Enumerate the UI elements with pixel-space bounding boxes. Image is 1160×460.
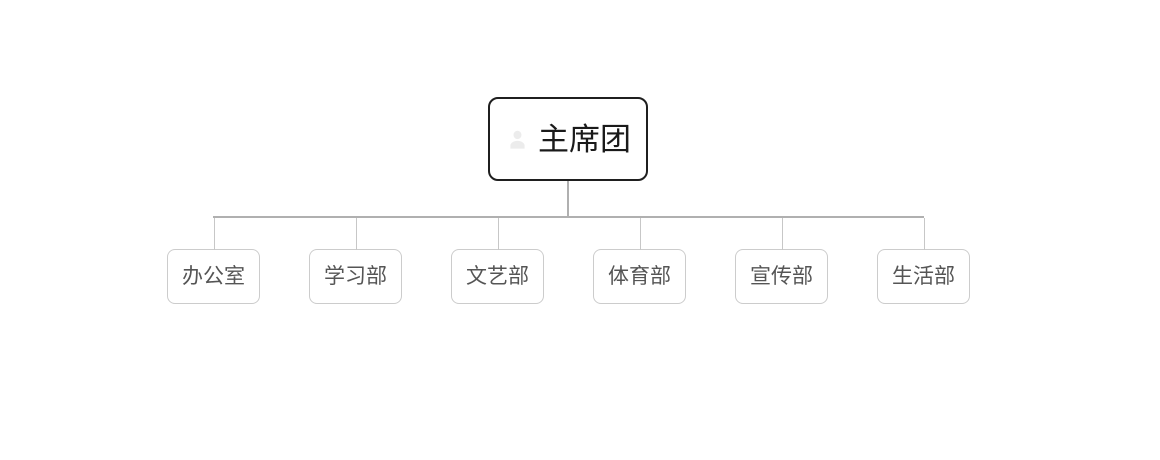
org-node-department[interactable]: 体育部	[593, 218, 686, 304]
org-node-department[interactable]: 宣传部	[735, 218, 828, 304]
org-node-root-label: 主席团	[538, 121, 631, 157]
org-node-department-label: 生活部	[892, 265, 955, 288]
org-node-department[interactable]: 文艺部	[451, 218, 544, 304]
org-node-department-label: 办公室	[182, 265, 245, 288]
connector-horizontal-bar	[213, 216, 924, 218]
org-node-department-label: 体育部	[608, 265, 671, 288]
org-node-department[interactable]: 学习部	[309, 218, 402, 304]
org-node-department[interactable]: 生活部	[877, 218, 970, 304]
org-node-department-label: 文艺部	[466, 265, 529, 288]
org-node-root[interactable]: 主席团	[488, 97, 648, 181]
org-node-department[interactable]: 办公室	[167, 218, 260, 304]
connector-root-stem	[567, 181, 569, 217]
org-children-row: 办公室 学习部 文艺部 体育部 宣传部 生活部	[167, 218, 970, 304]
org-node-department-label: 宣传部	[750, 265, 813, 288]
user-icon	[505, 127, 530, 152]
org-node-department-label: 学习部	[324, 265, 387, 288]
